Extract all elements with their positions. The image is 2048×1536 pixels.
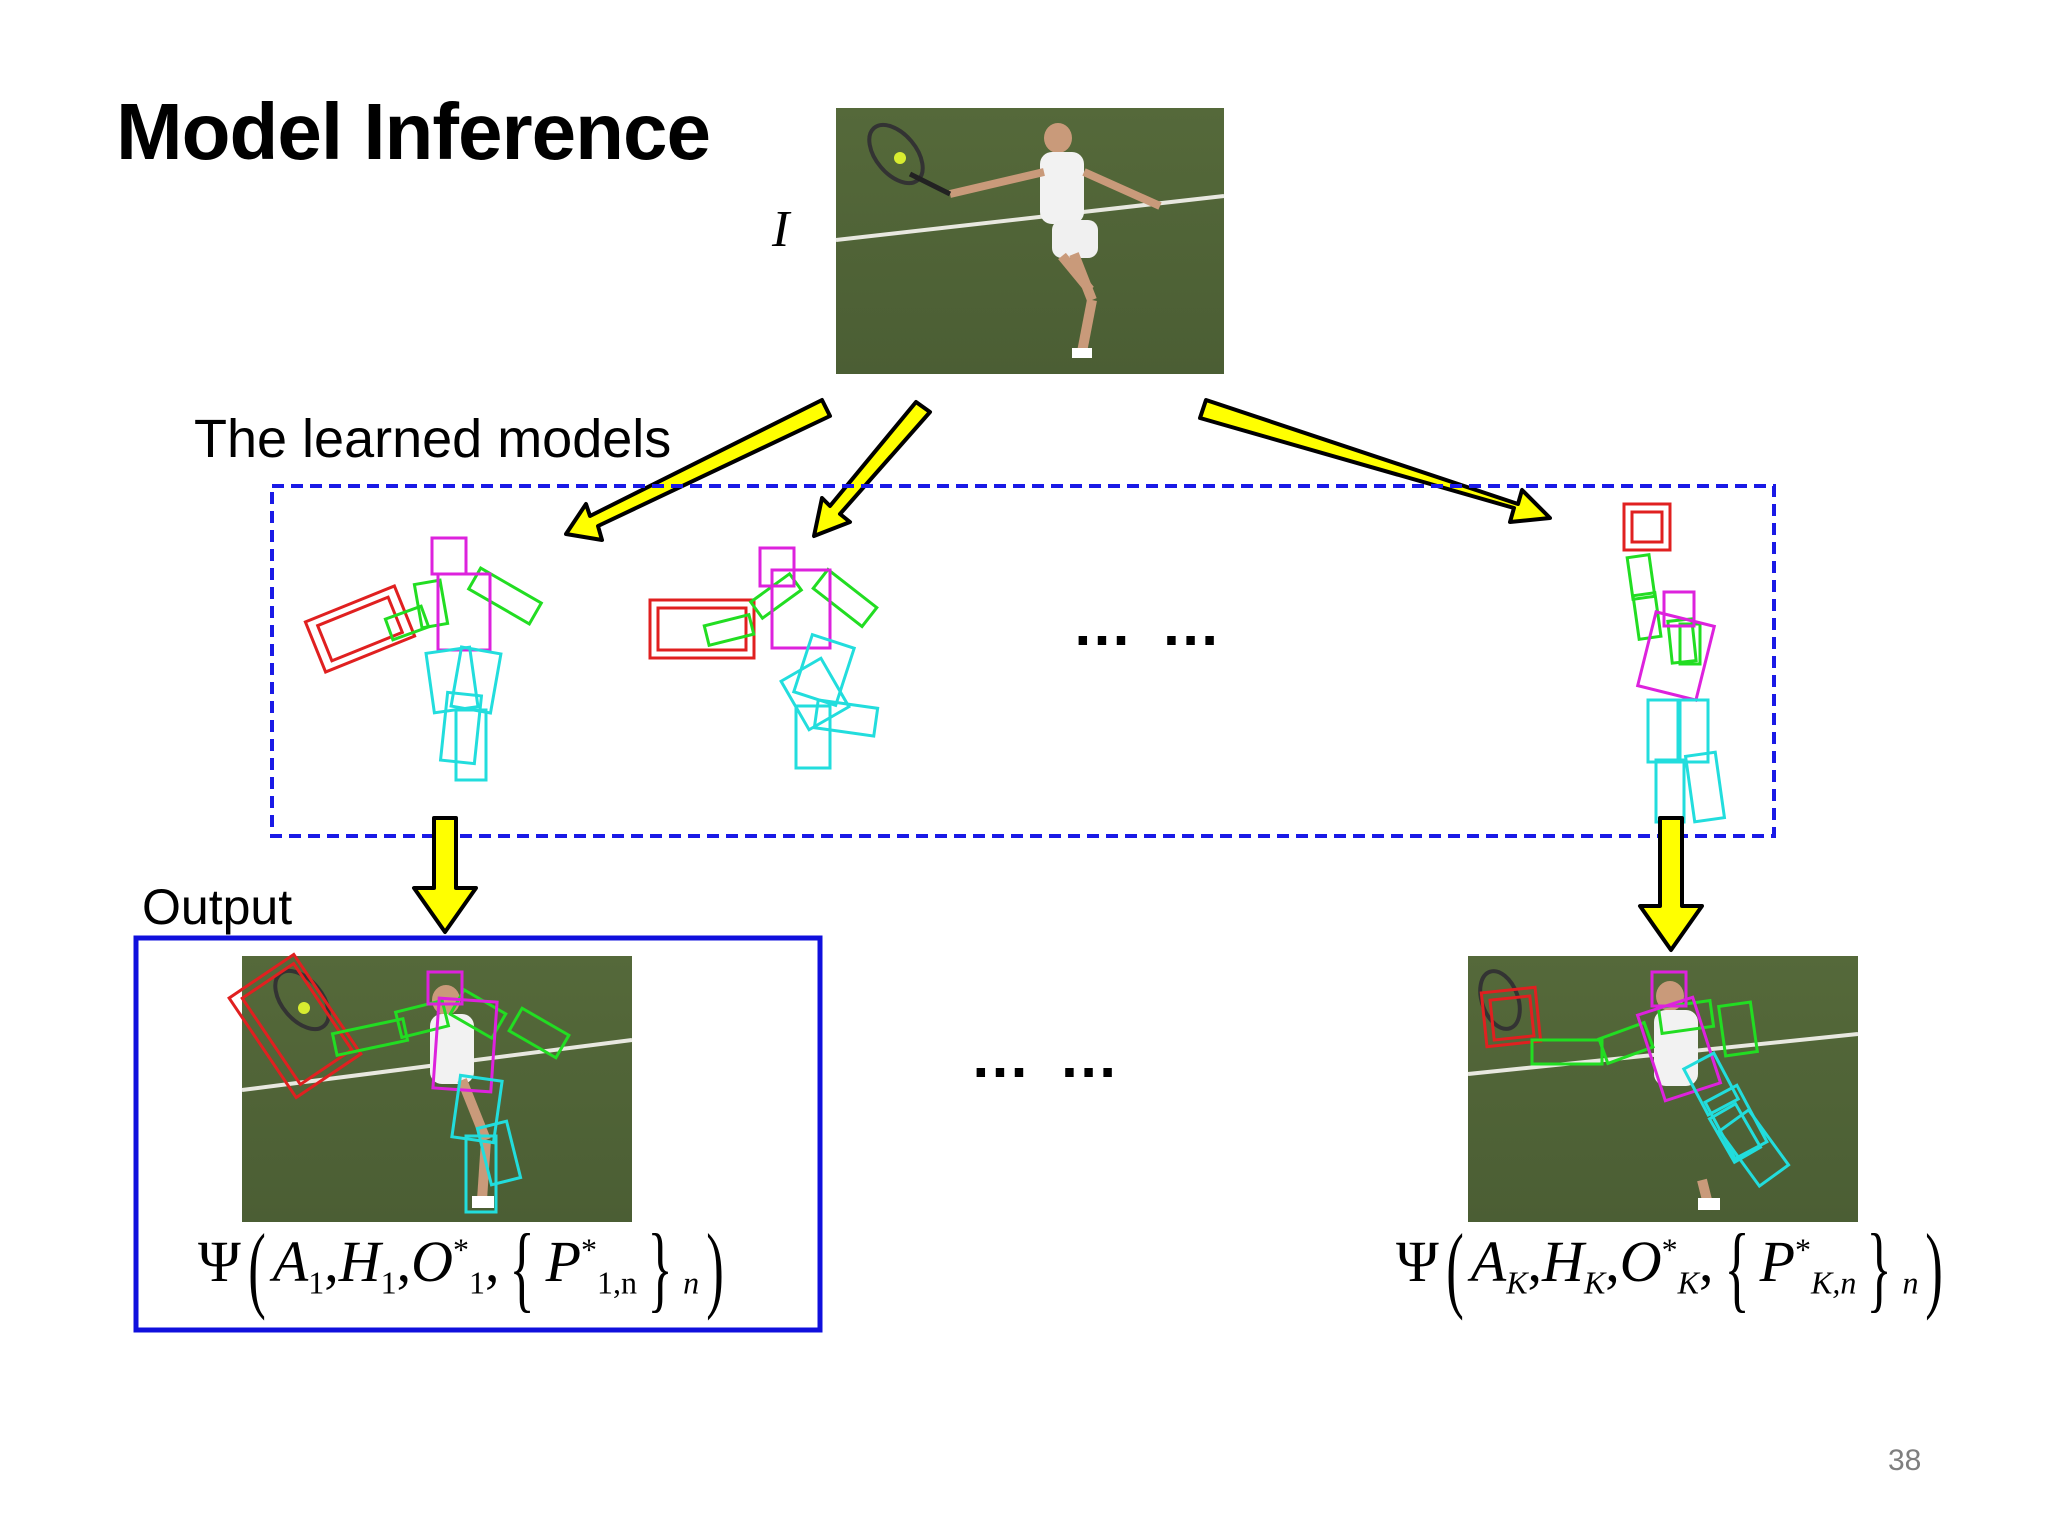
learned-models-label: The learned models [194,409,672,469]
formula-output-1: Ψ(A1,H1,O*1,{P*1,n}n) [198,1214,724,1321]
term-o: O [1619,1228,1662,1294]
slide-title: Model Inference [116,87,711,176]
term-p: P [1759,1228,1796,1294]
term-o-sup: * [452,1231,469,1268]
output-photo-k [1467,956,1859,1222]
term-outer-sub: n [1902,1264,1919,1301]
arrow-model-1-to-output [412,816,478,934]
arrow-to-model-1 [564,398,832,542]
psi-symbol: Ψ [198,1228,241,1294]
term-p: P [545,1228,581,1294]
term-h: H [1542,1228,1584,1294]
arrow-to-model-2 [812,400,932,538]
output-photo-1 [227,952,633,1222]
term-a-sub: 1 [308,1264,325,1301]
term-a: A [272,1228,309,1294]
term-o-sub: 1 [468,1264,485,1301]
term-o-sub: K [1677,1264,1700,1301]
term-p-sup: * [581,1231,597,1268]
term-h-sub: 1 [380,1264,397,1301]
arrow-model-k-to-output [1638,816,1704,952]
formula-output-k: Ψ(AK,HK,O*K,{P*K,n}n) [1396,1214,1944,1321]
learned-models-box [270,484,1776,838]
output-label: Output [142,879,293,935]
learned-model-1 [303,536,544,782]
output-box [133,935,823,1333]
learned-model-2 [648,546,880,770]
term-h-sub: K [1583,1264,1606,1301]
input-photo [835,108,1225,374]
term-p-sub: 1,n [597,1264,637,1301]
ellipsis-models: … … [1072,591,1227,658]
input-image-label: I [772,201,790,258]
term-o-sup: * [1661,1231,1678,1268]
term-outer-sub: n [683,1264,700,1301]
page-number: 38 [1888,1444,1922,1477]
ellipsis-outputs: … … [970,1023,1125,1090]
term-p-sup: * [1795,1231,1812,1268]
term-a: A [1470,1228,1507,1294]
term-h: H [338,1228,381,1294]
arrow-to-model-k [1198,398,1552,524]
term-p-sub: K,n [1811,1264,1857,1301]
term-a-sub: K [1506,1264,1528,1301]
term-o: O [411,1228,453,1294]
learned-model-k [1622,502,1727,824]
psi-symbol: Ψ [1396,1228,1439,1294]
